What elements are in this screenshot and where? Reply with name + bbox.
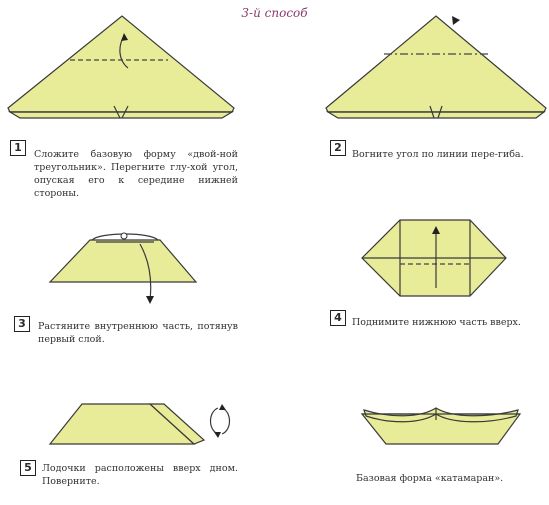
step-4-diagram	[361, 219, 507, 297]
method-title: 3-й способ	[241, 6, 308, 20]
step-5-diagram	[48, 403, 231, 445]
step-5-caption: Лодочки расположены вверх дном. Повернит…	[42, 463, 238, 487]
step-5-number: 5	[20, 460, 36, 476]
step-2-diagram	[325, 15, 547, 119]
step-2-number: 2	[330, 140, 346, 156]
arrow-head-icon	[121, 33, 128, 41]
catamaran-caption: Базовая форма «катамаран».	[356, 473, 504, 484]
step-3-caption: Растяните внутреннюю часть, потянув перв…	[38, 321, 238, 345]
step-1-number: 1	[10, 140, 26, 156]
step-4-caption: Поднимите нижнюю часть вверх.	[352, 317, 521, 328]
rotate-arrow-icon	[221, 407, 231, 435]
step-3-diagram	[48, 232, 198, 304]
step-2-caption: Вогните угол по линии пере-гиба.	[352, 149, 524, 160]
step-4-number: 4	[330, 310, 346, 326]
catamaran-diagram	[360, 407, 522, 445]
step-1-caption: Сложите базовую форму «двой-ной треуголь…	[34, 149, 238, 199]
pull-arrow-icon	[139, 243, 152, 301]
step-3-number: 3	[14, 316, 30, 332]
step-1-diagram	[7, 15, 235, 119]
push-arrow-icon	[452, 16, 460, 25]
